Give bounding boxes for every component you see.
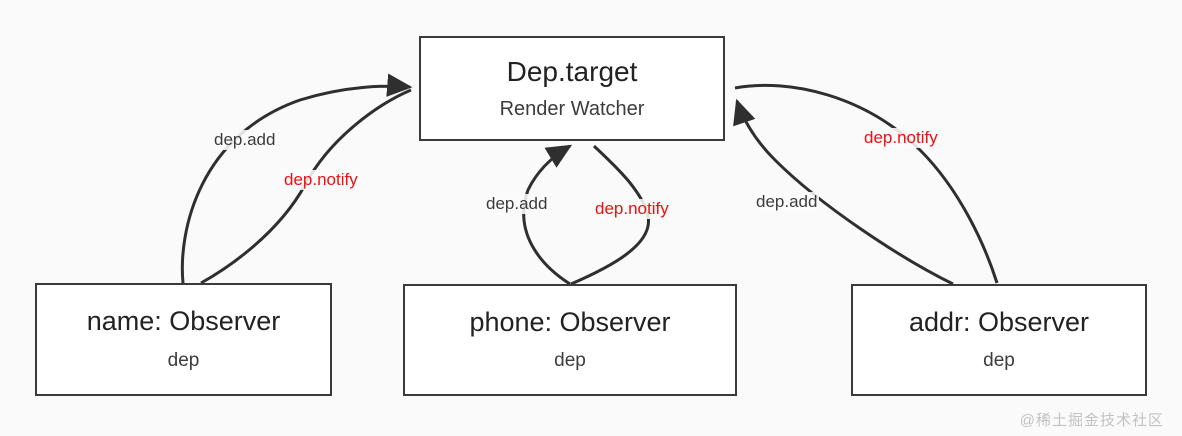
edge-addr-notify — [734, 83, 999, 284]
edge-label-dep-add-right: dep.add — [754, 192, 820, 212]
node-phone-observer-subtitle: dep — [554, 350, 586, 372]
node-dep-target-subtitle: Render Watcher — [499, 97, 645, 120]
edge-label-dep-add-left: dep.add — [212, 130, 278, 150]
node-addr-observer[interactable]: addr: Observer dep — [851, 284, 1147, 396]
edge-label-dep-add-middle: dep.add — [484, 194, 550, 214]
node-name-observer-subtitle: dep — [167, 349, 200, 371]
edge-phone-add — [522, 144, 573, 286]
edge-name-add — [180, 73, 413, 284]
node-name-observer[interactable]: name: Observer dep — [35, 283, 332, 396]
node-dep-target[interactable]: Dep.target Render Watcher — [419, 36, 725, 141]
edge-label-dep-notify-middle: dep.notify — [593, 199, 671, 219]
watermark: @稀土掘金技术社区 — [1019, 412, 1164, 429]
node-dep-target-title: Dep.target — [506, 56, 638, 88]
node-addr-observer-subtitle: dep — [983, 350, 1015, 372]
node-phone-observer[interactable]: phone: Observer dep — [403, 284, 737, 396]
edge-addr-add — [733, 98, 954, 286]
edge-label-dep-notify-right: dep.notify — [862, 128, 940, 148]
edge-label-dep-notify-left: dep.notify — [282, 170, 360, 190]
node-phone-observer-title: phone: Observer — [469, 306, 671, 337]
node-name-observer-title: name: Observer — [86, 306, 281, 337]
node-addr-observer-title: addr: Observer — [908, 306, 1090, 337]
